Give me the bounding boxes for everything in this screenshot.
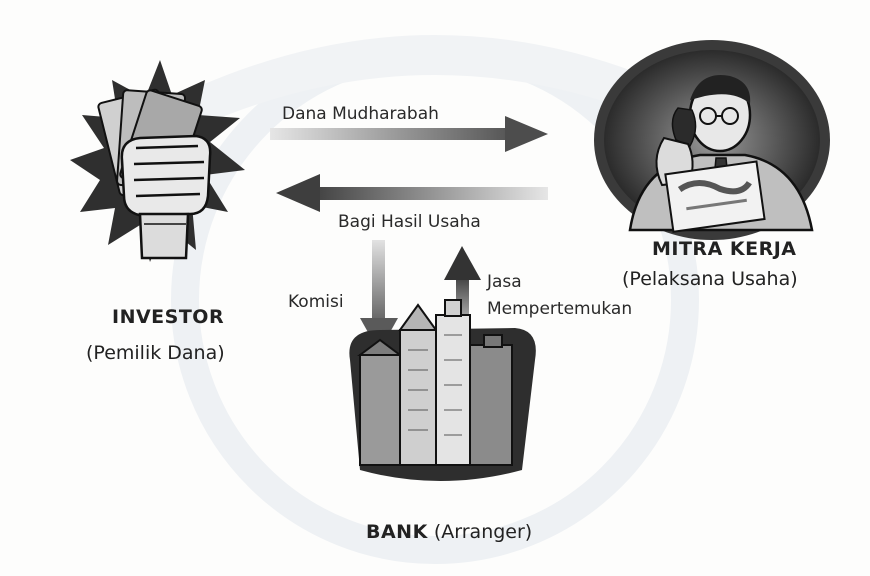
label-bagi-hasil: Bagi Hasil Usaha xyxy=(338,212,481,232)
city-buildings-icon xyxy=(349,299,536,481)
bank-subtitle: (Arranger) xyxy=(433,521,533,543)
label-dana-mudharabah: Dana Mudharabah xyxy=(282,104,439,124)
label-jasa-line1: Jasa xyxy=(487,272,522,292)
label-komisi: Komisi xyxy=(288,292,344,312)
investor-title: INVESTOR xyxy=(112,306,224,328)
bank-title: BANK xyxy=(366,521,428,543)
mitra-title-text: MITRA KERJA xyxy=(652,238,797,260)
arrow-bagi-hasil xyxy=(276,174,548,212)
businessman-phone-icon xyxy=(594,40,830,240)
mitra-subtitle: (Pelaksana Usaha) xyxy=(622,268,798,290)
investor-subtitle: (Pemilik Dana) xyxy=(86,342,225,364)
money-fist-icon xyxy=(70,60,245,262)
label-jasa-line2: Mempertemukan xyxy=(487,299,633,319)
investor-title-text: INVESTOR xyxy=(112,306,225,328)
bank-label: BANK (Arranger) xyxy=(366,521,532,543)
arrow-dana-mudharabah xyxy=(270,116,548,152)
mitra-title: MITRA KERJA xyxy=(652,238,797,260)
